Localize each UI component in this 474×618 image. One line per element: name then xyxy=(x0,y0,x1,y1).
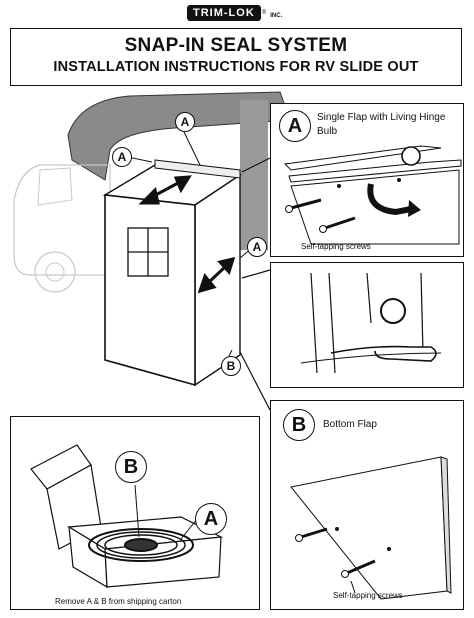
page-subtitle: INSTALLATION INSTRUCTIONS FOR RV SLIDE O… xyxy=(53,59,419,75)
panel-b-label: B xyxy=(283,409,315,441)
rv-roof xyxy=(67,91,291,181)
arrow-horizontal-top xyxy=(138,175,192,205)
panel-a-seal-drawing xyxy=(283,145,462,245)
screw-icon xyxy=(285,198,322,213)
panel-a-detail-drawing xyxy=(300,272,442,374)
arrow-horizontal-side xyxy=(197,256,236,294)
panel-a-caption-line1: Single Flap with Living Hinge xyxy=(317,112,446,123)
brand-registered: ® xyxy=(261,10,267,16)
leader-a-top xyxy=(241,157,271,173)
seal-coil-a xyxy=(88,528,194,562)
title-box: SNAP-IN SEAL SYSTEM INSTALLATION INSTRUC… xyxy=(10,28,462,86)
carton-label-b: B xyxy=(115,451,147,483)
marker-a-left: A xyxy=(112,147,132,167)
screw-icon xyxy=(295,527,328,542)
rv-wheel-front xyxy=(34,251,76,293)
carton-panel: B A Remove A & B from shipping carton xyxy=(10,416,260,610)
rv-roof-right xyxy=(240,100,268,250)
brand-logo: TRIM-LOK ® INC. xyxy=(187,3,282,23)
carton-caption: Remove A & B from shipping carton xyxy=(55,597,182,606)
hinge-curl-arrow xyxy=(367,183,412,216)
brand-name: TRIM-LOK xyxy=(187,5,261,21)
panel-a-label: A xyxy=(279,110,311,142)
seal-strip-top xyxy=(154,159,241,179)
leader-a-side xyxy=(241,269,271,279)
rv-cab-window xyxy=(37,167,73,206)
panel-b-screws-label: Self-tapping screws xyxy=(333,591,403,600)
screw-icon xyxy=(341,559,376,578)
marker-b-bottom: B xyxy=(221,356,241,376)
panel-a-detail xyxy=(270,262,464,388)
carton-drawing xyxy=(30,444,224,589)
brand-suffix: INC. xyxy=(270,13,283,19)
panel-a: A Single Flap with Living Hinge Bulb Sel… xyxy=(270,103,464,257)
panel-b-caption: Bottom Flap xyxy=(323,419,377,430)
marker-a-top: A xyxy=(175,112,195,132)
panel-a-caption-line2: Bulb xyxy=(317,126,338,137)
seal-coil-b xyxy=(124,538,158,552)
panel-a-screws-label: Self-tapping screws xyxy=(301,242,371,251)
slideout-side xyxy=(194,173,241,387)
rv-wheel-front-hub xyxy=(45,262,65,282)
rv-body xyxy=(13,164,111,276)
leader-b xyxy=(239,351,271,411)
panel-b: B Bottom Flap Self-tapping screws xyxy=(270,400,464,610)
panel-b-seal-drawing xyxy=(290,456,452,600)
slideout-front xyxy=(104,194,196,387)
marker-a-side: A xyxy=(247,237,267,257)
carton-label-a: A xyxy=(195,503,227,535)
screw-icon xyxy=(319,216,356,233)
page-title: SNAP-IN SEAL SYSTEM xyxy=(124,35,348,56)
